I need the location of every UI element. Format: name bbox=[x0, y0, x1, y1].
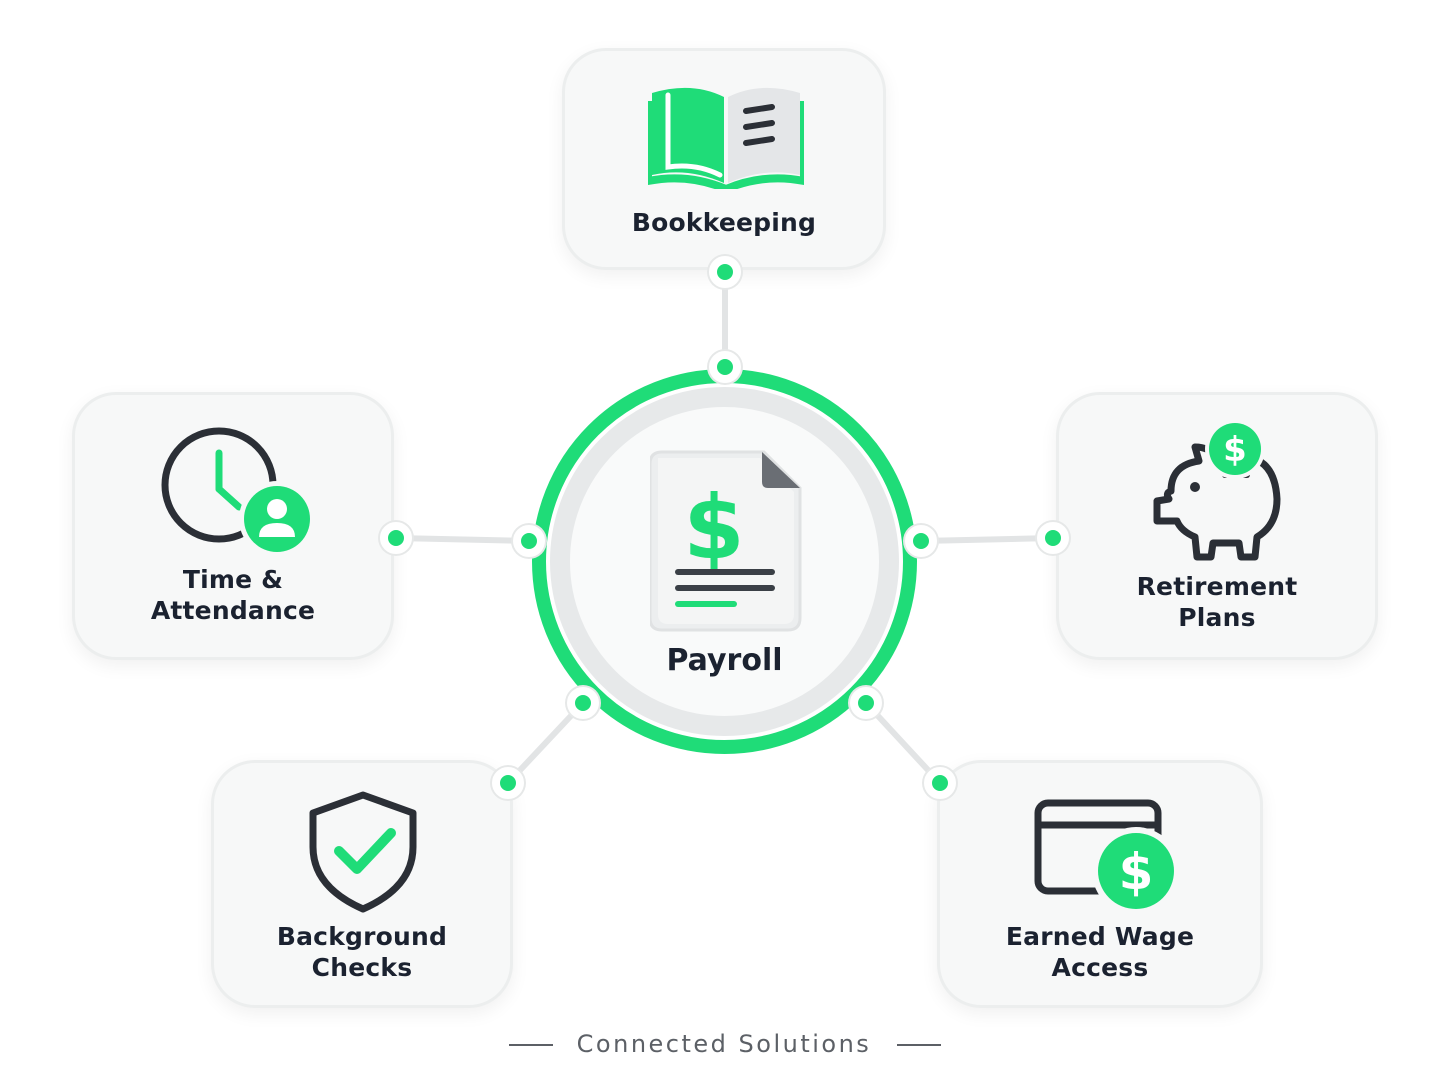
card-label-time-attendance-line2: Attendance bbox=[150, 596, 316, 625]
open-book-icon bbox=[648, 87, 804, 189]
node-time-attendance-card bbox=[380, 522, 412, 554]
card-label-background-checks: Background Checks bbox=[214, 921, 510, 983]
node-hub-bottom-right bbox=[850, 687, 882, 719]
card-label-background-checks-line1: Background bbox=[276, 922, 448, 951]
node-hub-right bbox=[905, 525, 937, 557]
shield-check-icon bbox=[309, 791, 417, 913]
footer-caption: Connected Solutions bbox=[0, 1030, 1448, 1058]
node-earned-wage-card bbox=[924, 767, 956, 799]
node-hub-top bbox=[709, 351, 741, 383]
node-hub-bottom-left bbox=[567, 687, 599, 719]
card-label-earned-wage-access: Earned Wage Access bbox=[940, 921, 1260, 983]
node-hub-left bbox=[513, 525, 545, 557]
clock-person-icon bbox=[161, 427, 315, 557]
card-bookkeeping: Bookkeeping bbox=[562, 48, 886, 270]
payroll-document-dollar-icon: $ bbox=[650, 450, 802, 632]
connector-background-checks bbox=[505, 700, 586, 786]
card-background-checks: Background Checks bbox=[211, 760, 513, 1008]
footer-rule-left bbox=[509, 1044, 553, 1046]
connector-earned-wage bbox=[863, 700, 943, 786]
card-label-bookkeeping: Bookkeeping bbox=[631, 208, 817, 237]
payroll-hub: $ Payroll bbox=[532, 369, 917, 754]
card-earned-wage-access: $ Earned Wage Access bbox=[937, 760, 1263, 1008]
card-retirement-plans: $ Retirement Plans bbox=[1056, 392, 1378, 660]
card-time-attendance: Time & Attendance bbox=[72, 392, 394, 660]
card-label-earned-wage-access-line2: Access bbox=[1051, 953, 1149, 982]
card-label-retirement-plans: Retirement Plans bbox=[1059, 571, 1375, 633]
card-label-time-attendance: Time & Attendance bbox=[75, 564, 391, 626]
wallet-dollar-icon: $ bbox=[1034, 799, 1180, 915]
card-label-earned-wage-access-line1: Earned Wage bbox=[1005, 922, 1195, 951]
footer-rule-right bbox=[897, 1044, 941, 1046]
node-retirement-plans-card bbox=[1037, 522, 1069, 554]
svg-text:$: $ bbox=[683, 476, 744, 579]
connector-time-attendance bbox=[393, 535, 532, 544]
card-label-time-attendance-line1: Time & bbox=[182, 565, 284, 594]
footer-caption-text: Connected Solutions bbox=[576, 1030, 872, 1058]
connector-retirement-plans bbox=[918, 535, 1056, 544]
piggy-bank-dollar-icon: $ bbox=[1153, 419, 1281, 561]
card-label-background-checks-line2: Checks bbox=[311, 953, 413, 982]
card-label-retirement-plans-line1: Retirement bbox=[1136, 572, 1298, 601]
svg-text:$: $ bbox=[1119, 843, 1154, 901]
svg-text:$: $ bbox=[1223, 430, 1247, 470]
node-background-checks-card bbox=[492, 767, 524, 799]
card-label-retirement-plans-line2: Plans bbox=[1178, 603, 1256, 632]
node-bookkeeping-card bbox=[709, 256, 741, 288]
hub-label: Payroll bbox=[666, 643, 783, 678]
